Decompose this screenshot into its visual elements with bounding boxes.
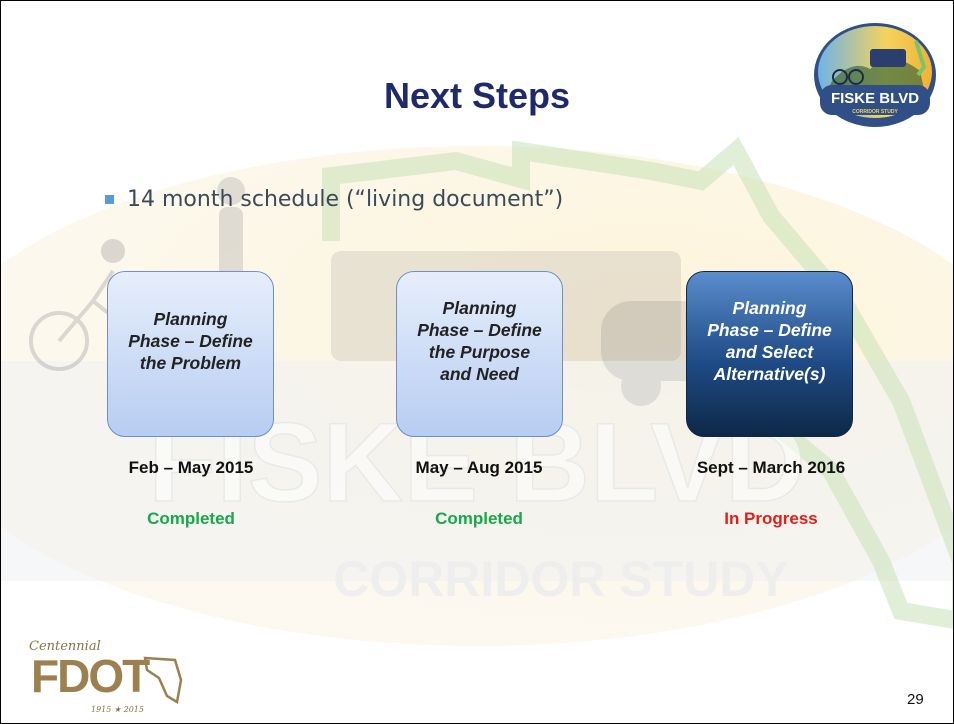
fdot-logo-main: FDOT: [31, 650, 150, 702]
phase-label-line: Planning: [442, 298, 517, 318]
phase-status: Completed: [147, 509, 235, 528]
watermark-subtitle: CORRIDOR STUDY: [333, 551, 789, 607]
phase-dates: Feb – May 2015: [128, 458, 254, 477]
phase-label-line: the Problem: [139, 353, 242, 373]
phase-box-purpose-need: Planning Phase – Define the Purpose and …: [396, 271, 563, 437]
phase-label-line: Alternative(s): [713, 364, 826, 384]
phase-label-line: Phase – Define: [417, 320, 542, 340]
phase-label-line: Planning: [732, 298, 807, 318]
phase-label-line: and Need: [440, 364, 519, 384]
watermark-state-outline-icon: [322, 136, 953, 629]
page-number: 29: [907, 691, 924, 708]
phase-box-problem: Planning Phase – Define the Problem: [107, 271, 274, 437]
fiske-blvd-logo: FISKE BLVD CORRIDOR STUDY: [814, 23, 936, 127]
fiske-blvd-logo-sub: CORRIDOR STUDY: [852, 109, 898, 115]
phase-label-line: Phase – Define: [128, 331, 253, 351]
watermark-pedestrian-icon: [217, 177, 245, 277]
phase-label-line: and Select: [725, 342, 814, 362]
phase-dates: May – Aug 2015: [415, 458, 543, 477]
fdot-logo-script: Centennial: [29, 639, 101, 654]
phase-dates: Sept – March 2016: [696, 458, 846, 477]
phase-label-line: Planning: [153, 309, 228, 329]
phase-label-line: the Purpose: [428, 342, 531, 362]
fiske-blvd-logo-main: FISKE BLVD: [831, 90, 919, 107]
watermark-cyclist-icon: [29, 239, 173, 371]
fdot-centennial-logo: Centennial FDOT 1915 ★ 2015: [29, 639, 183, 714]
phase-status: In Progress: [724, 509, 818, 528]
phase-label-line: Phase – Define: [707, 320, 832, 340]
phase-box-alternatives: Planning Phase – Define and Select Alter…: [686, 271, 853, 437]
phase-status: Completed: [435, 509, 523, 528]
bullet-marker-icon: [105, 195, 114, 204]
florida-outline-icon: [143, 656, 183, 705]
bullet-item: 14 month schedule (“living document”): [105, 187, 563, 212]
fdot-logo-years: 1915 ★ 2015: [91, 705, 144, 714]
slide-title: Next Steps: [383, 75, 571, 116]
bullet-text: 14 month schedule (“living document”): [127, 187, 564, 212]
